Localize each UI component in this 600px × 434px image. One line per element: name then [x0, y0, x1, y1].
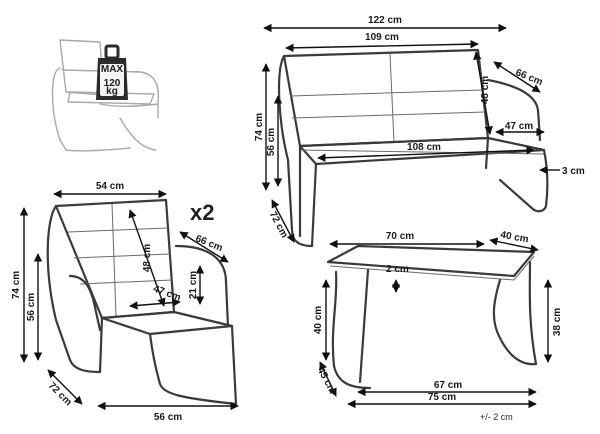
quantity-multiplier: x2 — [190, 200, 214, 225]
chair-height-total: 74 cm — [11, 271, 22, 299]
chair-seat — [100, 310, 234, 336]
sofa-height-total: 74 cm — [254, 113, 265, 141]
table-width-top: 70 cm — [386, 231, 414, 242]
tolerance-note: +/- 2 cm — [480, 412, 513, 422]
table-dimensions: 70 cm 40 cm 2 cm 40 cm 38 cm 45 cm 67 cm… — [313, 230, 563, 409]
badge-max: MAX — [101, 64, 124, 75]
chair-arm-rise: 21 cm — [188, 271, 199, 299]
chair-width-bottom: 56 cm — [154, 412, 182, 423]
sofa-depth: 72 cm — [267, 210, 290, 240]
sofa-back-height: 48 cm — [480, 76, 491, 104]
table-drawing — [326, 244, 538, 390]
sofa-seat-width: 108 cm — [407, 142, 441, 153]
table-inner-width: 67 cm — [434, 380, 462, 391]
sofa-dimensions: 122 cm 109 cm 74 cm 56 cm 48 cm 66 cm 47… — [254, 15, 585, 243]
chair-seat-depth: 47 cm — [152, 284, 183, 304]
sofa-height-seat: 56 cm — [266, 128, 277, 156]
table-height-right: 38 cm — [552, 308, 563, 336]
chair-width-top: 54 cm — [96, 181, 124, 192]
sofa-width-total: 122 cm — [368, 15, 402, 26]
sofa-width-seat: 109 cm — [365, 32, 399, 43]
badge-kg: kg — [106, 86, 118, 97]
chair-arm-height: 66 cm — [194, 233, 225, 254]
sofa-seat-depth: 47 cm — [505, 121, 533, 132]
weight-badge: MAX 120 kg — [96, 44, 128, 100]
armchair-drawing — [46, 198, 238, 406]
table-width-bottom: 75 cm — [428, 392, 456, 403]
chair-depth: 72 cm — [46, 380, 74, 408]
chair-back-height: 48 cm — [142, 244, 153, 272]
table-glass-thickness: 2 cm — [386, 264, 409, 275]
table-height-left: 40 cm — [313, 306, 324, 334]
sofa-frame-offset: 3 cm — [562, 166, 585, 177]
chair-height-seat: 56 cm — [26, 293, 37, 321]
load-illustration: MAX 120 kg — [51, 39, 159, 152]
table-depth-top: 40 cm — [500, 230, 530, 246]
table-glass-top — [326, 244, 536, 278]
badge-120: 120 — [104, 78, 121, 89]
sofa-backrest — [282, 48, 490, 148]
